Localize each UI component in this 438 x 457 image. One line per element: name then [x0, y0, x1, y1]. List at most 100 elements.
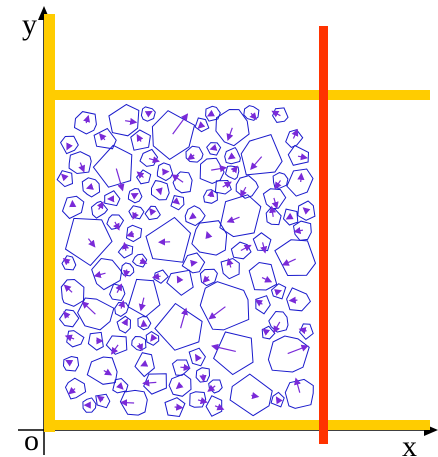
grain: [73, 111, 97, 135]
y-axis-label: y: [22, 8, 37, 41]
velocity-arrow-icon: [148, 156, 160, 164]
velocity-arrow-icon: [207, 384, 216, 392]
grain: [205, 105, 221, 122]
grain-packing: [56, 103, 317, 418]
grain: [114, 301, 130, 317]
grain: [145, 216, 192, 263]
velocity-arrow-icon: [226, 216, 240, 223]
grain: [199, 157, 225, 185]
grain: [137, 316, 152, 331]
velocity-arrow-icon: [150, 333, 158, 342]
grain: [145, 331, 160, 346]
grain: [248, 261, 278, 291]
grain: [199, 281, 250, 331]
grain: [282, 208, 299, 226]
velocity-arrow-icon: [83, 114, 91, 124]
grain: [208, 379, 223, 394]
grain: [171, 359, 191, 376]
velocity-arrow-icon: [113, 221, 120, 231]
velocity-arrow-icon: [136, 133, 144, 142]
grain: [195, 367, 211, 383]
velocity-arrow-icon: [60, 173, 69, 182]
grain: [131, 335, 147, 352]
left-wall: [44, 14, 55, 432]
velocity-arrow-icon: [62, 257, 71, 266]
grain: [212, 331, 254, 376]
velocity-arrow-icon: [136, 343, 143, 352]
grain: [191, 220, 228, 256]
grain: [230, 241, 252, 260]
grain: [112, 377, 129, 394]
velocity-arrow-icon: [197, 121, 206, 129]
velocity-arrow-icon: [174, 403, 184, 411]
grain: [127, 187, 143, 204]
velocity-arrow-icon: [188, 212, 197, 220]
velocity-arrow-icon: [222, 181, 232, 189]
grain: [220, 257, 240, 280]
velocity-arrow-icon: [281, 258, 296, 266]
grain: [274, 239, 317, 277]
velocity-arrow-icon: [139, 257, 148, 264]
velocity-arrow-icon: [285, 212, 294, 220]
velocity-arrow-icon: [211, 343, 236, 352]
velocity-arrow-icon: [123, 269, 131, 278]
grain: [219, 194, 262, 238]
velocity-arrow-icon: [171, 174, 184, 183]
velocity-arrow-icon: [172, 197, 181, 205]
grain: [82, 397, 97, 413]
velocity-arrow-icon: [240, 186, 247, 198]
velocity-arrow-icon: [103, 368, 113, 376]
velocity-arrow-icon: [138, 297, 146, 312]
grain: [127, 278, 161, 318]
grain: [185, 145, 204, 163]
grain: [130, 129, 151, 151]
grain: [66, 330, 85, 348]
grain: [252, 232, 272, 252]
grain: [151, 110, 196, 161]
moving-wall: [319, 26, 328, 444]
grain: [64, 377, 87, 400]
velocity-arrow-icon: [64, 334, 75, 342]
grain: [199, 268, 218, 287]
velocity-arrow-icon: [155, 187, 163, 196]
velocity-arrow-icon: [298, 327, 307, 335]
grain: [131, 253, 148, 268]
velocity-arrow-icon: [116, 382, 124, 390]
velocity-arrow-icon: [294, 377, 301, 393]
velocity-arrow-icon: [81, 301, 96, 315]
velocity-arrow-icon: [190, 259, 198, 267]
grain: [189, 391, 207, 408]
velocity-arrow-icon: [205, 231, 213, 240]
grain: [205, 395, 223, 417]
grain: [224, 165, 240, 180]
velocity-arrow-icon: [230, 165, 238, 174]
x-axis-label: x: [402, 430, 417, 457]
grain: [81, 177, 101, 198]
velocity-arrow-icon: [144, 110, 153, 118]
velocity-arrow-icon: [254, 299, 263, 307]
velocity-arrow-icon: [197, 397, 208, 405]
velocity-arrow-icon: [297, 172, 305, 183]
velocity-arrow-icon: [208, 306, 226, 320]
velocity-arrow-icon: [209, 144, 218, 151]
grain: [215, 108, 250, 147]
grain: [108, 103, 140, 137]
grain: [134, 352, 155, 378]
velocity-arrow-icon: [226, 257, 234, 268]
grain: [106, 214, 125, 230]
grain: [297, 200, 316, 221]
grain: [229, 373, 273, 417]
grain: [61, 255, 77, 271]
velocity-arrow-icon: [260, 242, 268, 254]
velocity-arrow-icon: [291, 128, 299, 139]
grain: [156, 162, 174, 182]
velocity-arrow-icon: [66, 142, 73, 151]
velocity-arrow-icon: [297, 153, 308, 161]
velocity-arrow-icon: [122, 241, 130, 251]
grain: [286, 168, 314, 197]
velocity-arrow-icon: [194, 353, 202, 362]
axes: y x o: [18, 6, 438, 457]
grain: [91, 257, 123, 291]
velocity-arrow-icon: [214, 403, 225, 411]
velocity-arrow-icon: [172, 113, 189, 135]
